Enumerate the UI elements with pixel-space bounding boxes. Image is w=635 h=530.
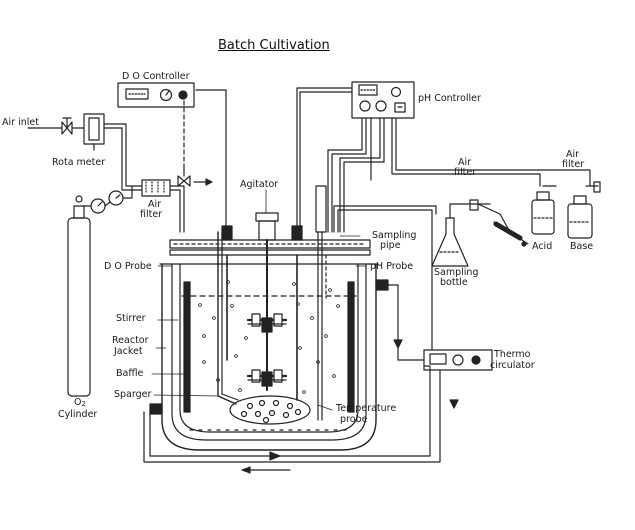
ph-lines [327,117,591,233]
air-inlet-label: Air inlet [2,117,39,128]
air-filter-left-label-2: filter [140,209,163,220]
air-filter-mid-label-2: filter [454,167,477,178]
sampling-pipe [325,205,437,299]
cylinder-label: Cylinder [58,409,98,420]
do-controller-box [117,82,195,108]
sampling-bottle-label-1: Sampling [434,267,479,278]
do-controller-label: D O Controller [122,71,190,82]
base-bottle [567,181,601,239]
air-inlet-line [27,113,143,191]
acid-bottle [531,185,557,235]
air-filter-mid-label-1: Air [458,157,472,168]
head-plate [169,239,371,256]
baffles [183,281,355,413]
ph-probe [291,87,353,401]
leader-lines [151,189,367,411]
thermo-circulator [143,213,493,463]
thermo-label-2: circulator [490,360,535,371]
sampling-pipe-label-1: Sampling [372,230,417,241]
stirrer-label: Stirrer [116,313,146,324]
o2-label: O2 [74,398,86,409]
temperature-label-2: probe [340,414,368,425]
impeller-bottom [246,369,288,387]
impeller-top [246,313,288,333]
baffle-label: Baffle [116,368,144,379]
ph-controller-box [351,81,415,119]
temperature-label-1: Temperature [336,403,397,414]
sparger-label: Sparger [114,389,152,400]
acid-label: Acid [532,241,553,252]
jacket-label: Jacket [114,346,143,357]
air-filter-left-label-1: Air [148,199,162,210]
agitator-motor [255,212,279,391]
sparger-ring [229,395,311,425]
sampling-bottle [431,199,511,267]
do-probe-label: D O Probe [104,261,152,272]
do-probe [195,89,233,361]
rota-meter-label: Rota meter [52,157,106,168]
agitator-label: Agitator [240,179,279,190]
air-filter-left [141,99,213,233]
air-filter-right-label-1: Air [566,149,580,160]
sparger-feed [217,231,239,405]
bubbles [198,280,340,394]
ph-probe-label: pH Probe [370,261,414,272]
sampling-pipe-label-2: pipe [380,240,401,251]
o2-letter: O [74,397,82,408]
reactor-vessel [159,263,379,451]
base-label: Base [570,241,594,252]
page-title: Batch Cultivation [218,38,330,53]
air-filter-right-label-2: filter [562,159,585,170]
syringe [493,221,529,247]
o2-cylinder [67,185,133,397]
reactor-label: Reactor [112,335,149,346]
o2-subscript: 2 [81,400,86,408]
sampling-bottle-label-2: bottle [440,277,468,288]
temperature-probe [315,185,327,421]
ph-controller-label: pH Controller [418,93,481,104]
bottom-arrow [241,466,291,474]
thermo-label-1: Thermo [494,349,531,360]
